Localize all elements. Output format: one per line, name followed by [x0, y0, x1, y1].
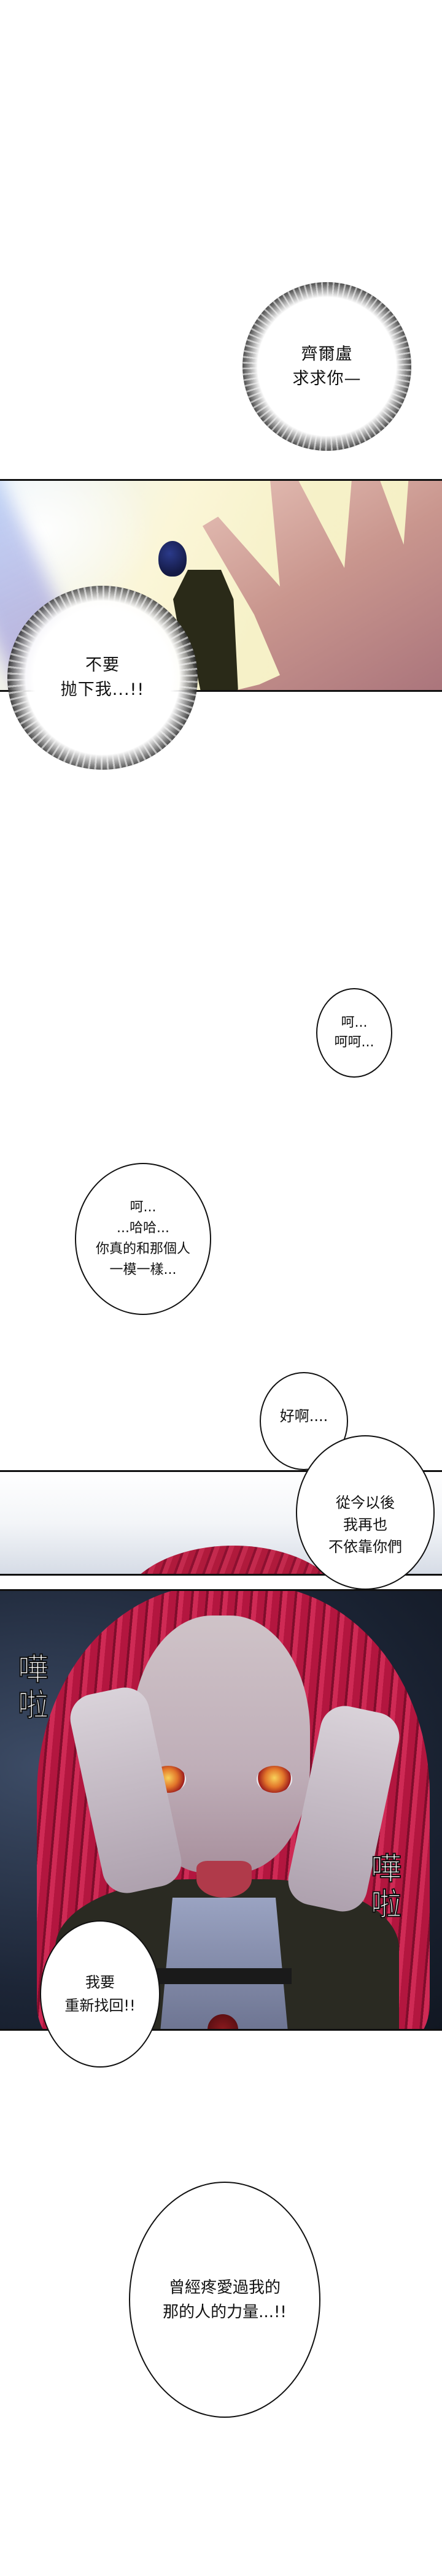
panel-crying-woman	[0, 1589, 442, 2031]
silhouette-head-illustration	[158, 541, 187, 577]
blouse-illustration	[160, 1898, 289, 2029]
bubble-text-line: 呵...	[341, 1015, 368, 1030]
bubble-text-line: 曾經疼愛過我的	[168, 2278, 281, 2297]
bubble-text-line: 好啊....	[279, 1408, 328, 1425]
right-eye-illustration	[257, 1766, 292, 1793]
bubble-text-line: 抛下我...!!	[60, 680, 145, 699]
bubble-text-line: 呵呵...	[334, 1035, 374, 1050]
bubble-text-line: 重新找回!!	[64, 1997, 136, 2014]
burst-speech-bubble-plea: 齊爾盧 求求你—	[242, 282, 411, 451]
speech-bubble-haha: 呵... ...哈哈... 你真的和那個人 一模一樣...	[75, 1163, 211, 1315]
bubble-text-line: 從今以後	[336, 1494, 395, 1511]
bubble-text-line: 齊爾盧	[301, 344, 353, 364]
bubble-text-line: 一模一樣...	[109, 1262, 177, 1278]
speech-bubble-never-again: 從今以後 我再也 不依靠你們	[296, 1435, 435, 1590]
bubble-text-line: 那的人的力量...!!	[163, 2302, 287, 2321]
bubble-text-line: 不要	[85, 656, 120, 675]
sound-effect-right: 嘩啦	[365, 1852, 402, 1924]
speech-bubble-heh: 呵... 呵呵...	[316, 988, 392, 1078]
speech-bubble-okay: 好啊....	[260, 1372, 348, 1470]
bubble-text-line: ...哈哈...	[117, 1221, 169, 1236]
bubble-text-line: 我再也	[343, 1516, 387, 1533]
bubble-text-line: 我要	[85, 1974, 115, 1991]
sound-effect-left: 嘩啦	[12, 1652, 49, 1725]
bubble-text-line: 你真的和那個人	[95, 1241, 190, 1257]
bubble-text-line: 呵...	[130, 1200, 157, 1215]
bubble-text-line: 求求你—	[292, 369, 362, 388]
burst-speech-bubble-dont-leave: 不要 抛下我...!!	[7, 586, 198, 770]
speech-bubble-power: 曾經疼愛過我的 那的人的力量...!!	[129, 2182, 320, 2418]
speech-bubble-reclaim: 我要 重新找回!!	[40, 1920, 160, 2068]
reaching-hand-illustration	[203, 481, 442, 690]
mouth-illustration	[196, 1861, 252, 1898]
choker-illustration	[157, 1968, 292, 1984]
bubble-text-line: 不依靠你們	[328, 1538, 402, 1555]
